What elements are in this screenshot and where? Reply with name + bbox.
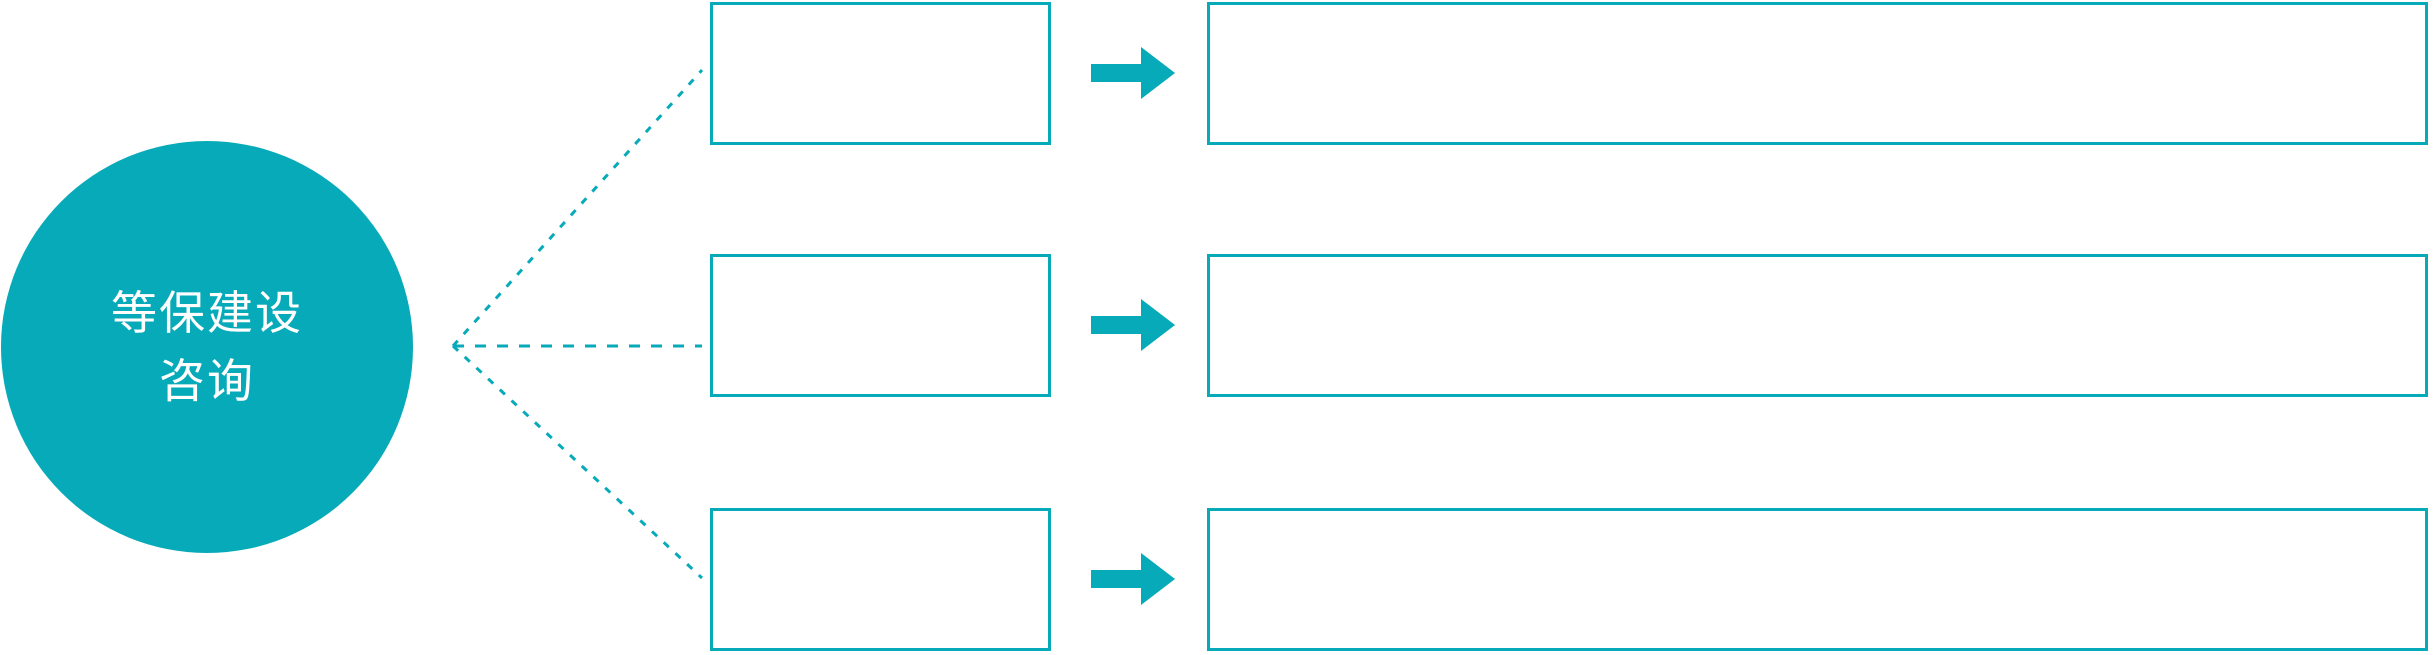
detail-box[interactable] <box>1207 508 2428 651</box>
hub-title-line-2: 咨询 <box>159 355 255 407</box>
hub-title-line-1: 等保建设 <box>111 286 303 339</box>
right-arrow-icon <box>1091 553 1175 605</box>
diagram-row <box>0 2 2434 145</box>
category-box[interactable] <box>710 508 1051 651</box>
category-box[interactable] <box>710 254 1051 397</box>
hub-circle: 等保建设 咨询 <box>1 141 413 553</box>
detail-box[interactable] <box>1207 254 2428 397</box>
category-box[interactable] <box>710 2 1051 145</box>
diagram-row <box>0 508 2434 651</box>
detail-box[interactable] <box>1207 2 2428 145</box>
right-arrow-icon <box>1091 299 1175 351</box>
diagram-row <box>0 254 2434 397</box>
right-arrow-icon <box>1091 47 1175 99</box>
